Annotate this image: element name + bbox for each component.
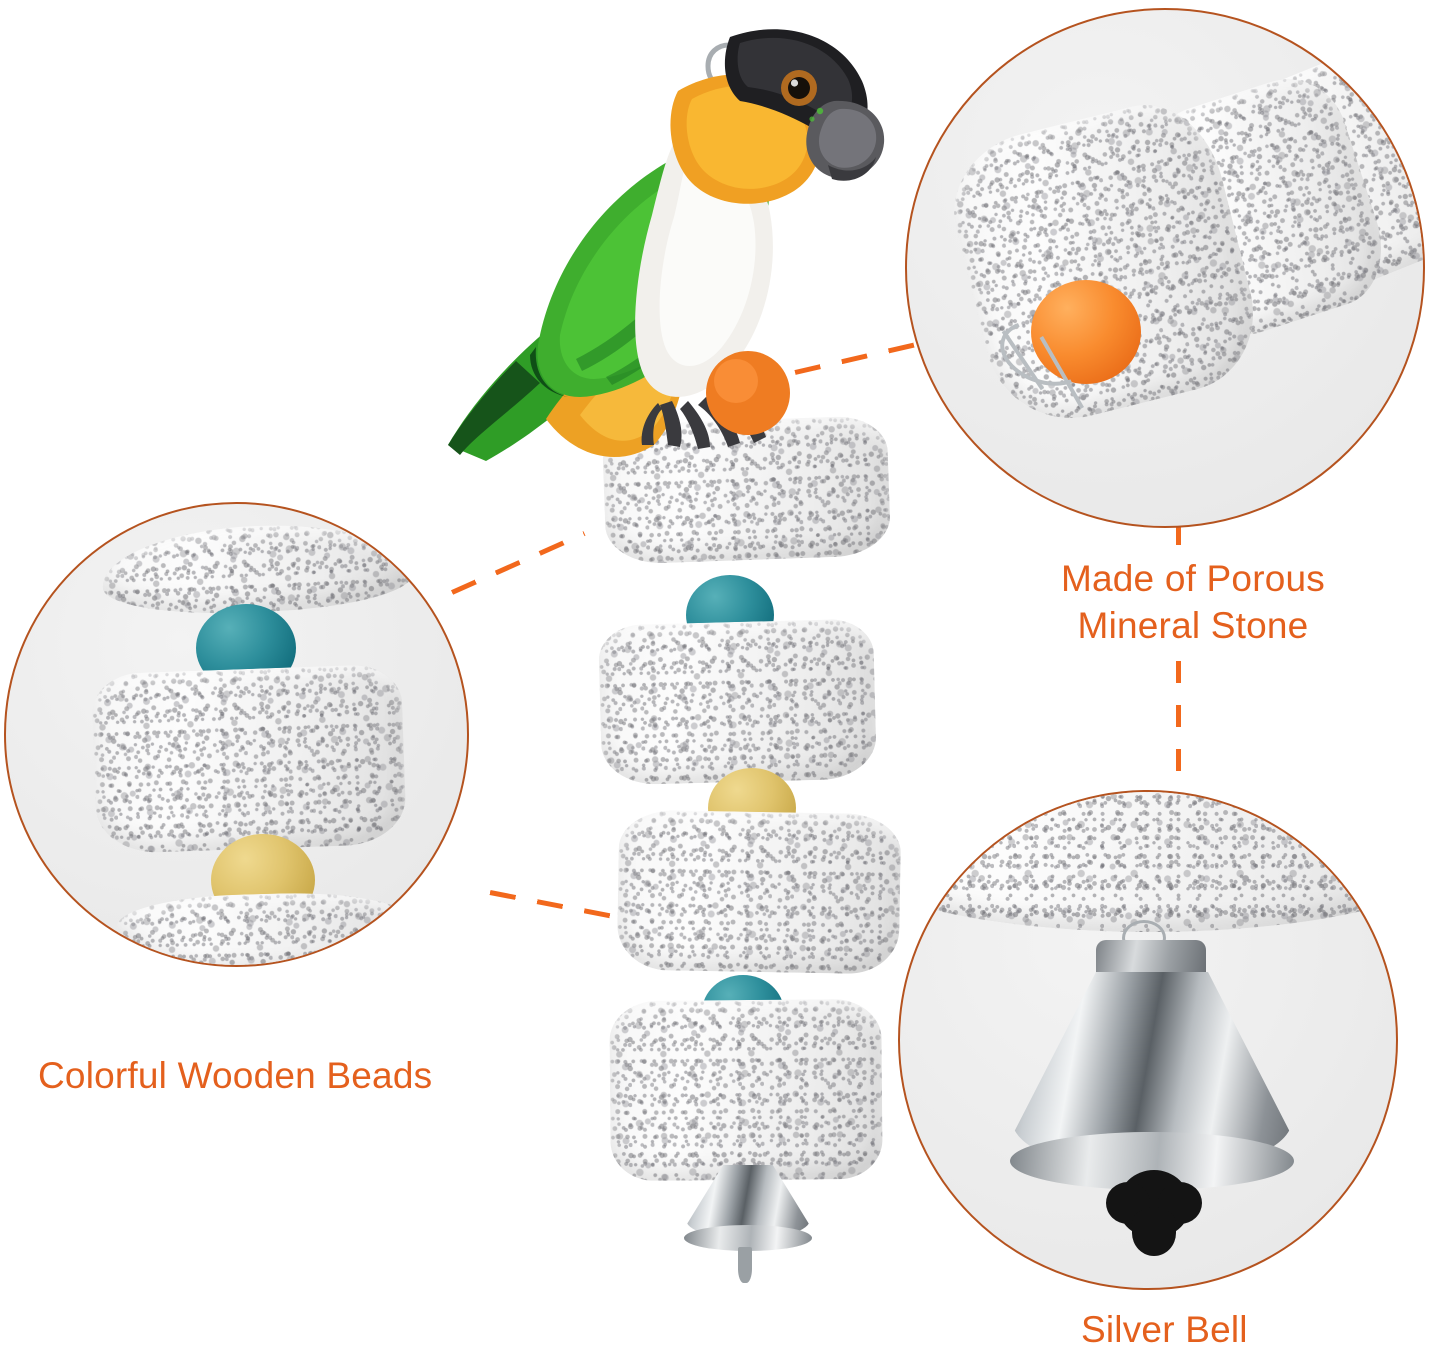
callout-silver-bell-image	[900, 792, 1396, 1288]
stone-above-bell	[900, 792, 1396, 932]
connector-wooden-beads-upper	[450, 531, 586, 595]
connector-silver-bell-vertical	[1176, 661, 1181, 789]
callout-wooden-beads-image	[6, 504, 467, 965]
product-stone-4	[609, 998, 883, 1182]
parrot-illustration	[448, 29, 885, 461]
product-stack	[448, 10, 920, 1300]
label-silver-bell: Silver Bell	[1081, 1309, 1248, 1350]
product-stone-3	[616, 809, 902, 975]
callout-colorful-wooden-beads	[4, 502, 469, 967]
product-stone-2	[597, 618, 878, 786]
stone-slab-bottom	[116, 890, 410, 965]
callout-porous-mineral-stone	[905, 8, 1425, 528]
product-bell	[678, 1165, 818, 1295]
wooden-bead-orange	[1031, 280, 1141, 384]
label-porous-mineral-stone: Made of Porous Mineral Stone	[1060, 558, 1325, 647]
callout-porous-stone-image	[907, 10, 1423, 526]
callout-silver-bell	[898, 790, 1398, 1290]
tick-porous-stone-label	[1176, 519, 1181, 545]
label-colorful-wooden-beads: Colorful Wooden Beads	[38, 1055, 433, 1096]
stone-block-middle	[90, 663, 408, 855]
bell-clapper-stem	[1132, 1210, 1176, 1256]
product-bell-lip	[684, 1225, 812, 1251]
stone-slab-top	[100, 519, 414, 619]
product-bell-clapper	[738, 1247, 752, 1283]
